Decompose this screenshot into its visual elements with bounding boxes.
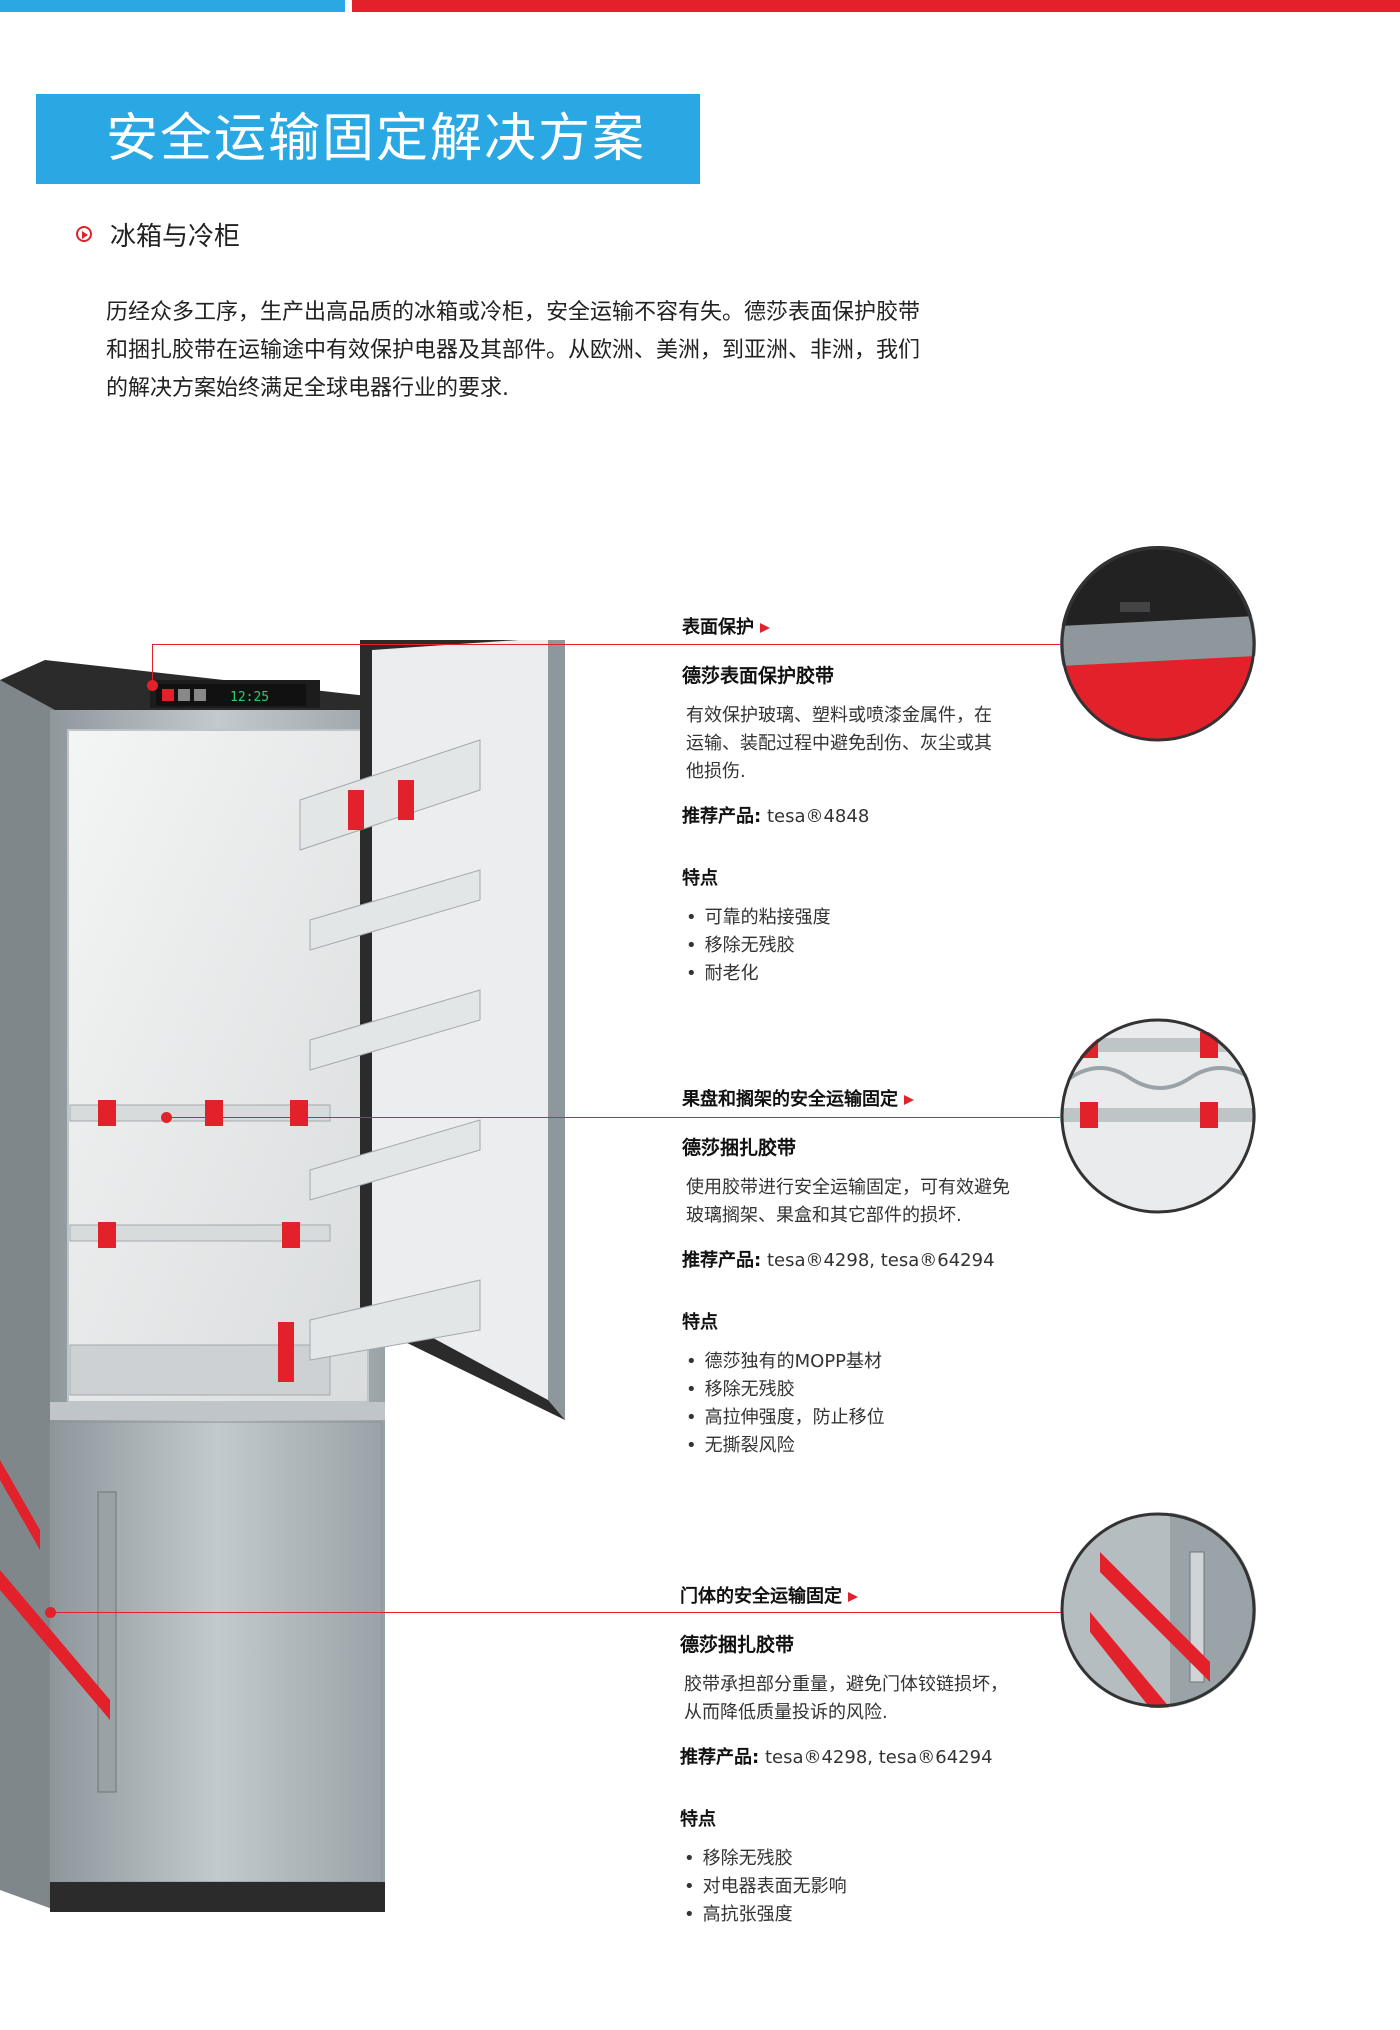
fridge-illustration: 12:25 xyxy=(0,640,565,1912)
fridge-display-time: 12:25 xyxy=(230,690,269,705)
feature-item: 无撕裂风险 xyxy=(686,1432,1062,1460)
features-heading: 特点 xyxy=(682,868,718,889)
product-description: 胶带承担部分重量，避免门体铰链损坏，从而降低质量投诉的风险. xyxy=(684,1674,1008,1723)
recommended-value: tesa®4298, tesa®64294 xyxy=(764,1747,993,1768)
recommended-label: 推荐产品: xyxy=(682,806,762,827)
section-title-text: 门体的安全运输固定 xyxy=(680,1586,842,1607)
feature-item: 高拉伸强度，防止移位 xyxy=(686,1404,1062,1432)
section-title-text: 表面保护 xyxy=(682,617,754,638)
features-list: 可靠的粘接强度 移除无残胶 耐老化 xyxy=(682,904,1062,988)
feature-item: 对电器表面无影响 xyxy=(684,1873,1060,1901)
leader-line-2 xyxy=(166,1117,1062,1118)
feature-item: 德莎独有的MOPP基材 xyxy=(686,1348,1062,1376)
product-name: 德莎捆扎胶带 xyxy=(682,1137,797,1159)
top-accent-bar-red xyxy=(352,0,1400,12)
section-door-fixing: 门体的安全运输固定 德莎捆扎胶带 胶带承担部分重量，避免门体铰链损坏，从而降低质… xyxy=(680,1582,1060,1929)
features-list: 移除无残胶 对电器表面无影响 高抗张强度 xyxy=(680,1845,1060,1929)
zoom-circle-door xyxy=(1060,1512,1256,1708)
triangle-arrow-icon xyxy=(904,1095,914,1105)
intro-paragraph: 历经众多工序，生产出高品质的冰箱或冷柜，安全运输不容有失。德莎表面保护胶带和捆扎… xyxy=(106,300,921,401)
recommended-value: tesa®4298, tesa®64294 xyxy=(766,1250,995,1271)
recommended-product: 推荐产品: tesa®4298, tesa®64294 xyxy=(682,1246,1062,1272)
features-list: 德莎独有的MOPP基材 移除无残胶 高拉伸强度，防止移位 无撕裂风险 xyxy=(682,1348,1062,1460)
zoom-circle-shelves xyxy=(1060,1018,1256,1214)
marker-dot-1 xyxy=(147,680,158,691)
product-name: 德莎捆扎胶带 xyxy=(680,1634,795,1656)
marker-dot-3 xyxy=(45,1607,56,1618)
features-heading: 特点 xyxy=(682,1312,718,1333)
product-description: 使用胶带进行安全运输固定，可有效避免玻璃搁架、果盒和其它部件的损坏. xyxy=(686,1177,1010,1226)
features-heading: 特点 xyxy=(680,1809,716,1830)
product-name: 德莎表面保护胶带 xyxy=(682,665,835,687)
feature-item: 移除无残胶 xyxy=(684,1845,1060,1873)
recommended-value: tesa®4848 xyxy=(766,806,870,827)
triangle-arrow-icon xyxy=(848,1592,858,1602)
feature-item: 耐老化 xyxy=(686,960,1062,988)
product-description: 有效保护玻璃、塑料或喷漆金属件，在运输、装配过程中避免刮伤、灰尘或其他损伤. xyxy=(686,705,992,782)
page-title: 安全运输固定解决方案 xyxy=(36,94,700,184)
section-shelf-fixing: 果盘和搁架的安全运输固定 德莎捆扎胶带 使用胶带进行安全运输固定，可有效避免玻璃… xyxy=(682,1085,1062,1460)
leader-line-1 xyxy=(152,644,1062,645)
feature-item: 移除无残胶 xyxy=(686,932,1062,960)
subheading-text: 冰箱与冷柜 xyxy=(110,222,241,252)
feature-item: 高抗张强度 xyxy=(684,1901,1060,1929)
top-accent-bar-blue xyxy=(0,0,345,12)
recommended-product: 推荐产品: tesa®4848 xyxy=(682,802,1062,828)
feature-item: 可靠的粘接强度 xyxy=(686,904,1062,932)
section-surface-protection: 表面保护 德莎表面保护胶带 有效保护玻璃、塑料或喷漆金属件，在运输、装配过程中避… xyxy=(682,613,1062,988)
recommended-label: 推荐产品: xyxy=(680,1747,760,1768)
section-title-text: 果盘和搁架的安全运输固定 xyxy=(682,1089,898,1110)
feature-item: 移除无残胶 xyxy=(686,1376,1062,1404)
zoom-circle-surface xyxy=(1060,546,1256,742)
recommended-label: 推荐产品: xyxy=(682,1250,762,1271)
recommended-product: 推荐产品: tesa®4298, tesa®64294 xyxy=(680,1743,1060,1769)
triangle-arrow-icon xyxy=(760,623,770,633)
marker-dot-2 xyxy=(161,1112,172,1123)
leader-line-1-vertical xyxy=(152,644,153,684)
section-title: 门体的安全运输固定 xyxy=(680,1582,1060,1608)
section-title: 果盘和搁架的安全运输固定 xyxy=(682,1085,1062,1111)
circle-arrow-icon xyxy=(76,226,92,242)
leader-line-3 xyxy=(50,1612,1062,1613)
subheading: 冰箱与冷柜 xyxy=(76,216,240,253)
section-title: 表面保护 xyxy=(682,613,1062,639)
